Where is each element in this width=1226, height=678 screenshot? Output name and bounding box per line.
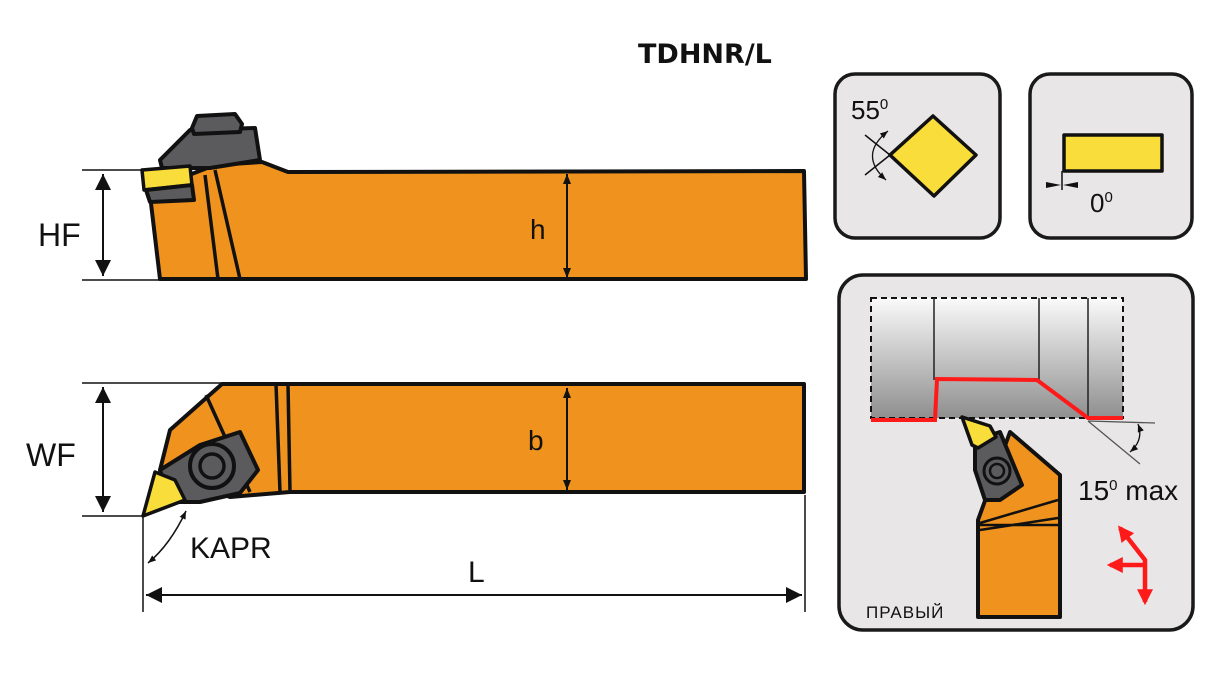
- hand-label: ПРАВЫЙ: [866, 603, 944, 622]
- l-label: L: [468, 556, 485, 589]
- insert-shape-box: 550: [833, 72, 1002, 240]
- holder-body-top: [158, 382, 806, 499]
- clamp-lines: [203, 169, 242, 280]
- workpiece-steps: [933, 298, 1089, 418]
- mini-clamp-screw-inner: [988, 462, 1006, 480]
- tool-path: [871, 376, 1123, 422]
- h-label: h: [530, 214, 546, 245]
- application-box: 150 max ПРАВЫЙ: [837, 273, 1195, 632]
- clearance-angle-box: 00: [1028, 72, 1194, 240]
- wf-label: WF: [26, 437, 76, 473]
- angle-arc: [871, 130, 889, 181]
- b-label: b: [528, 425, 544, 456]
- diamond-insert-icon: [888, 114, 978, 198]
- approach-angle-arc: [1129, 423, 1144, 453]
- clearance-arrows: [1046, 182, 1078, 188]
- clearance-angle-label: 00: [1090, 188, 1113, 218]
- holder-body: [148, 160, 808, 281]
- holder-side-view: HF h: [38, 112, 808, 281]
- workpiece: [871, 298, 1123, 418]
- shim-side: [144, 183, 196, 204]
- kapr-label: KAPR: [190, 532, 272, 565]
- insert-angle-label: 550: [851, 95, 888, 125]
- feed-direction-arrows-icon: [1106, 525, 1153, 606]
- clamp-screw-inner: [198, 452, 226, 480]
- hf-label: HF: [38, 217, 81, 253]
- kapr-arc-arrow: [147, 510, 187, 564]
- approach-angle-label: 150 max: [1078, 475, 1178, 506]
- product-title: TDHNR/L: [638, 39, 772, 70]
- mini-insert: [960, 415, 998, 450]
- workpiece-outline: [870, 297, 1124, 419]
- angle-reference-lines: [1087, 420, 1156, 465]
- insert-profile-icon: [1062, 133, 1164, 173]
- insert-top: [141, 470, 187, 518]
- angle-lines: [864, 134, 892, 176]
- holder-top-view: WF b KAPR L: [26, 382, 806, 612]
- mini-holder-lines: [979, 498, 1059, 532]
- clamp-screw-head: [190, 112, 244, 136]
